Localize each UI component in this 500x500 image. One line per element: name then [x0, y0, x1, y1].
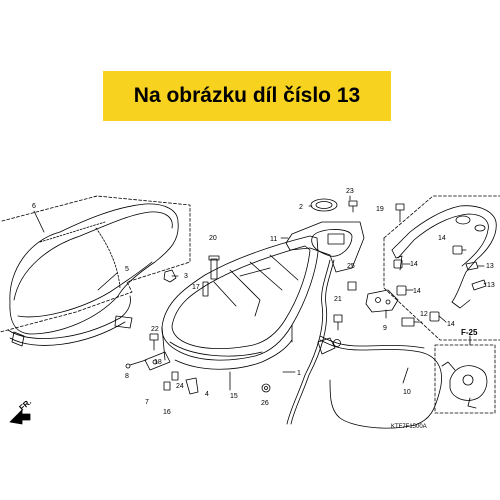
inset-reference: F-25	[461, 328, 478, 337]
callout-11: 11	[270, 236, 277, 243]
callout-6: 6	[32, 203, 36, 210]
callout-2: 2	[299, 204, 303, 211]
callout-13: 13	[486, 263, 494, 270]
callout-13: 13	[487, 282, 495, 289]
callout-1: 1	[297, 370, 301, 377]
callout-19: 18	[154, 359, 162, 366]
cable-assembly	[286, 259, 442, 429]
highlight-banner: Na obrázku díl číslo 13	[103, 71, 391, 121]
callout-labels: 6 5 3 20 17 2 23 11 19 14 14 14 14 13 13…	[18, 188, 495, 430]
callout-25: 25	[347, 263, 355, 270]
callout-10: 10	[403, 389, 411, 396]
callout-22: 22	[151, 326, 159, 333]
callout-5: 5	[125, 266, 129, 273]
callout-14: 14	[413, 288, 421, 295]
callout-12: 12	[420, 311, 428, 318]
rear-carrier	[383, 195, 500, 341]
seat-assembly	[0, 195, 191, 347]
callout-14: 14	[447, 321, 455, 328]
callout-21: 20	[209, 235, 217, 242]
callout-17: 19	[376, 206, 384, 213]
callout-20: 23	[346, 188, 354, 195]
inset-f25	[434, 335, 496, 414]
callout-18: 21	[334, 296, 342, 303]
callout-7: 7	[145, 399, 149, 406]
callout-4: 4	[205, 391, 209, 398]
callout-26: 26	[261, 400, 269, 407]
callout-8: 8	[125, 373, 129, 380]
callout-15: 15	[230, 393, 238, 400]
banner-title: Na obrázku díl číslo 13	[133, 84, 361, 107]
front-direction-arrow	[9, 409, 31, 425]
callout-14: 14	[438, 235, 446, 242]
callout-9: 9	[383, 325, 387, 332]
callout-23: 16	[163, 409, 171, 416]
small-parts	[125, 281, 423, 395]
callout-14: 14	[410, 261, 418, 268]
front-tray	[280, 195, 365, 273]
callout-3: 3	[184, 273, 188, 280]
callout-24: 24	[176, 383, 184, 390]
front-marker-label: FR.	[18, 397, 34, 412]
figure-code: KTF7F1500A	[391, 424, 427, 430]
luggage-box	[161, 235, 319, 391]
callout-16: 17	[192, 284, 200, 291]
